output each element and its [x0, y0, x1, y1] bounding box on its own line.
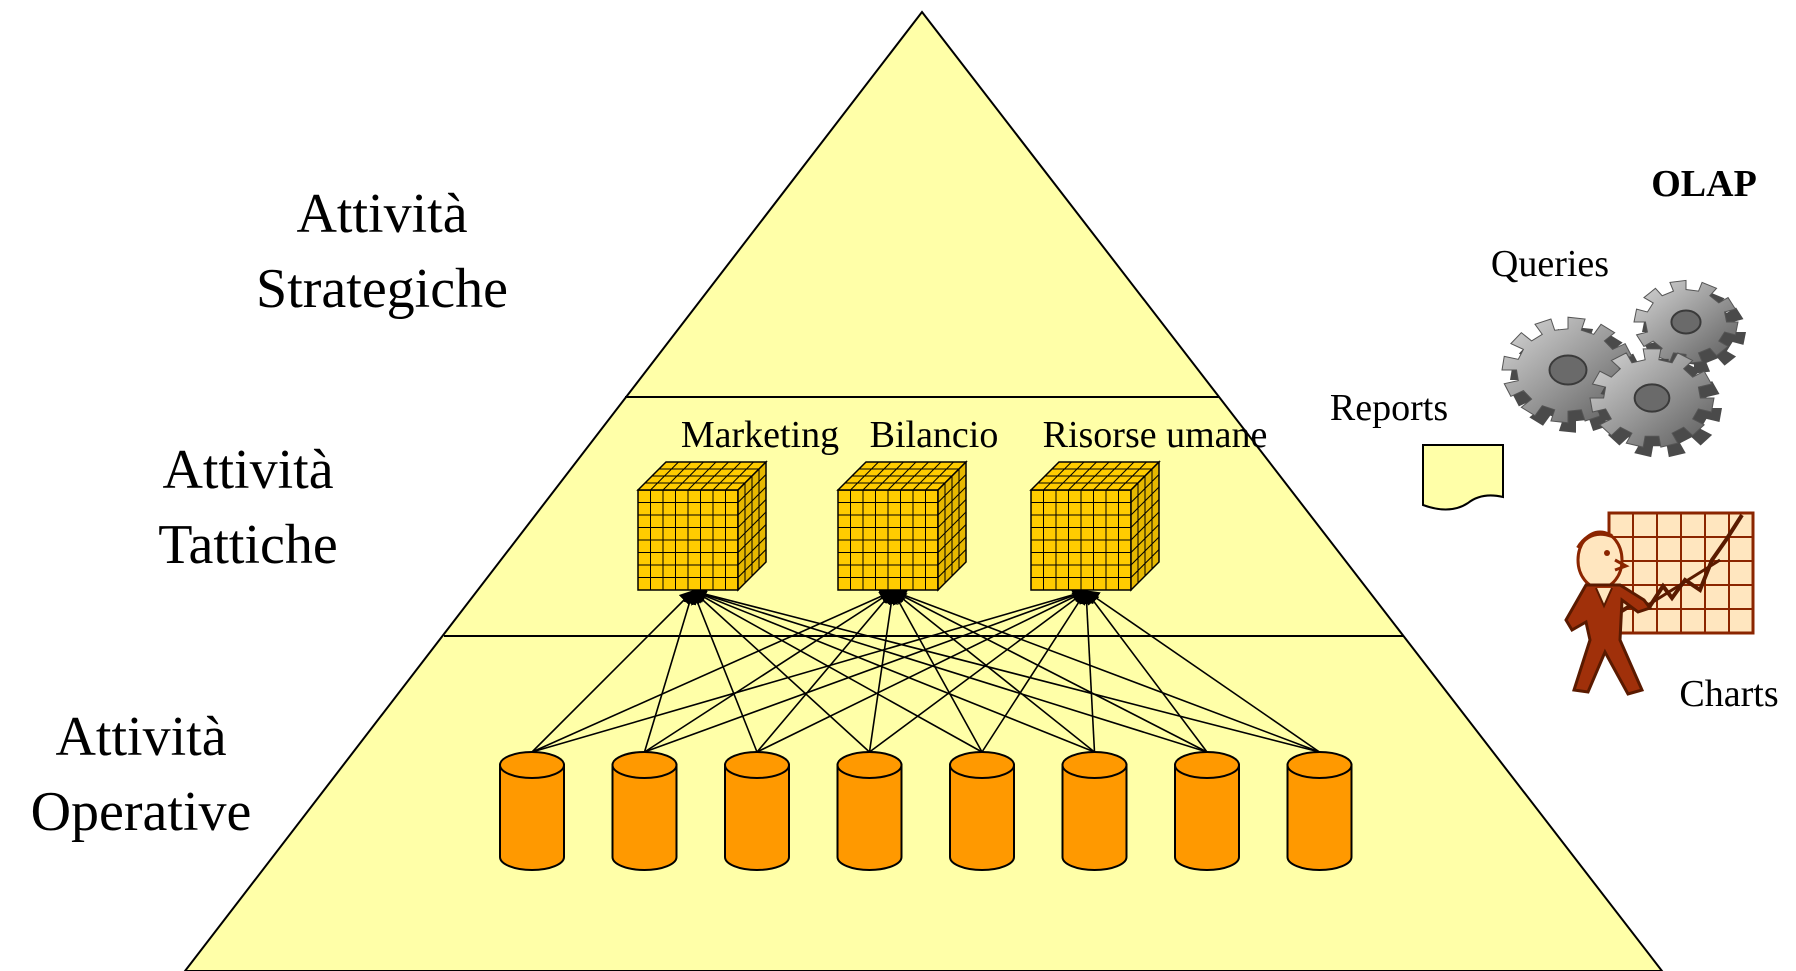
- connection-arrows: [531, 587, 1320, 753]
- operational-source-cylinder: [949, 751, 1015, 871]
- source-to-cube-arrow: [891, 590, 1095, 753]
- source-to-cube-arrow: [691, 589, 758, 753]
- tactical-label-line1: Attività: [162, 439, 333, 501]
- report-document-icon: [1422, 444, 1504, 511]
- olap-title: OLAP: [1651, 163, 1757, 205]
- operational-source-cylinder: [611, 751, 678, 871]
- source-to-cube-arrow: [531, 589, 895, 753]
- operational-source-cylinder: [499, 751, 565, 871]
- source-to-cube-arrow: [691, 590, 983, 753]
- source-to-cube-arrow: [868, 589, 899, 753]
- presenter-chart-icon: [1564, 511, 1755, 696]
- strategic-label-line2: Strategiche: [256, 258, 508, 320]
- source-to-cube-arrow: [643, 589, 697, 753]
- source-to-cube-arrow: [691, 587, 1320, 753]
- tactical-label-line2: Tattiche: [158, 514, 338, 576]
- source-to-cube-arrow: [1084, 590, 1320, 753]
- operational-source-cylinder: [1286, 751, 1353, 871]
- datamart-label-bilancio: Bilancio: [870, 414, 999, 456]
- source-to-cube-arrow: [981, 589, 1087, 753]
- charts-label: Charts: [1679, 673, 1778, 715]
- reports-label: Reports: [1330, 387, 1448, 429]
- source-to-cube-arrow: [1079, 589, 1096, 753]
- operational-source-cylinder: [1061, 751, 1128, 871]
- datamart-label-marketing: Marketing: [681, 414, 839, 456]
- source-to-cube-arrow: [531, 587, 1088, 753]
- operative-label-line1: Attività: [55, 706, 226, 768]
- datamart-cube: [1029, 460, 1161, 592]
- datamart-cube: [836, 460, 968, 592]
- queries-label: Queries: [1491, 243, 1609, 285]
- operational-source-cylinder: [1174, 751, 1240, 871]
- datamart-cubes: [636, 460, 1161, 592]
- source-to-cube-arrow: [644, 590, 895, 753]
- operational-source-cylinder: [724, 751, 790, 871]
- source-to-cube-arrow: [644, 588, 1088, 753]
- source-to-cube-arrow: [756, 589, 894, 753]
- operative-label-line2: Operative: [31, 781, 252, 843]
- source-to-cube-arrow: [691, 588, 1208, 753]
- source-to-cube-arrow: [531, 589, 695, 753]
- gears-icon: [1501, 279, 1746, 458]
- source-to-cube-arrow: [1085, 589, 1208, 753]
- operational-sources: [499, 751, 1353, 871]
- source-to-cube-arrow: [891, 588, 1320, 753]
- operational-source-cylinder: [836, 751, 903, 871]
- source-to-cube-arrow: [756, 590, 1088, 753]
- source-to-cube-arrow: [891, 590, 1208, 753]
- datamart-label-risorse-umane: Risorse umane: [1043, 414, 1268, 456]
- source-to-cube-arrow: [892, 589, 983, 753]
- source-to-cube-arrow: [691, 590, 871, 753]
- datamart-cube: [636, 460, 768, 592]
- source-to-cube-arrow: [869, 590, 1088, 753]
- strategic-label-line1: Attività: [296, 183, 467, 245]
- source-to-cube-arrow: [691, 589, 1095, 753]
- gear-icon: [1633, 279, 1746, 374]
- gear-icon: [1589, 348, 1722, 458]
